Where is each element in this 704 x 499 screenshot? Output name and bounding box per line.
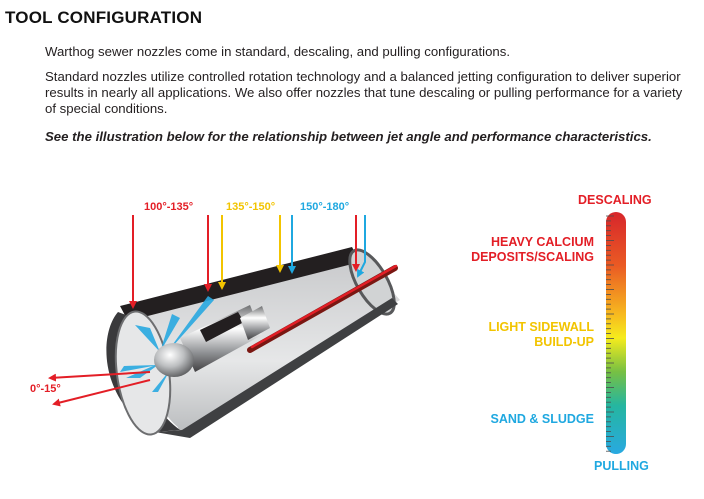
performance-scale	[606, 212, 626, 454]
blue-jet-arrows	[288, 215, 366, 278]
hose	[247, 264, 398, 353]
yellow-jet-arrows	[218, 215, 284, 290]
angle-label-100-135: 100°-135°	[144, 201, 194, 213]
page-title: TOOL CONFIGURATION	[5, 8, 203, 27]
angle-label-150-180: 150°-180°	[300, 201, 350, 213]
angle-label-0-15: 0°-15°	[30, 383, 61, 395]
intro-paragraph-2: Standard nozzles utilize controlled rota…	[45, 69, 683, 116]
intro-paragraph-1: Warthog sewer nozzles come in standard, …	[45, 44, 510, 59]
scale-label-descaling: DESCALING	[578, 193, 652, 207]
jet-angle-illustration	[48, 212, 626, 454]
angle-label-135-150: 135°-150°	[226, 201, 276, 213]
red-jet-arrows	[129, 215, 360, 309]
intro-emphasis: See the illustration below for the relat…	[45, 129, 652, 144]
low-angle-arrows	[48, 371, 151, 407]
scale-label-pulling: PULLING	[594, 459, 649, 473]
jet-spray	[120, 296, 214, 392]
nozzle-icon	[154, 305, 270, 377]
scale-label-sand-sludge: SAND & SLUDGE	[490, 412, 594, 426]
